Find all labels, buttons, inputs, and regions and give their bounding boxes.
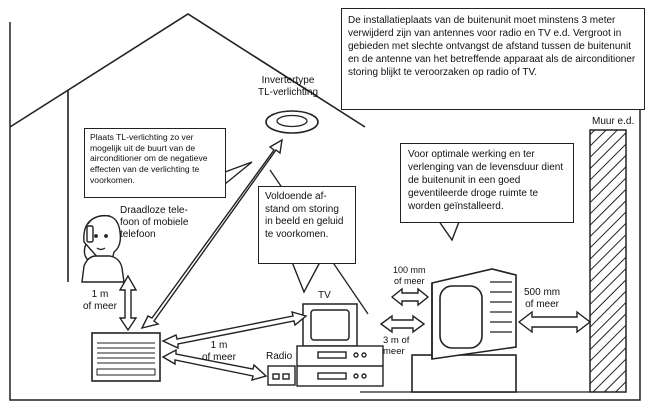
outdoor-unit-icon xyxy=(411,268,517,393)
arrow-500mm xyxy=(517,310,592,334)
distance-arrows xyxy=(118,138,592,382)
label-wall: Muur e.d. xyxy=(592,116,635,127)
tv-set-icon xyxy=(302,303,358,347)
label-1m-radio: 1 m of meer xyxy=(202,340,236,363)
arrow-100mm xyxy=(390,287,430,307)
radio-icon xyxy=(267,365,296,386)
indoor-unit-icon xyxy=(91,332,161,382)
label-radio: Radio xyxy=(266,351,293,362)
label-3m: 3 m of meer xyxy=(383,335,410,358)
label-phone: Draadloze tele- foon of mobiele telefoon xyxy=(120,205,189,240)
phone-user-icon xyxy=(81,214,125,283)
callout-interference-note: Voldoende af-stand om storing in beeld e… xyxy=(258,186,356,264)
frame-border xyxy=(9,22,641,401)
label-100mm: 100 mm of meer xyxy=(393,265,426,286)
callout-fluorescent-note: Plaats TL-verlichting zo ver mogelijk ui… xyxy=(84,128,226,198)
outside-wall xyxy=(589,129,627,393)
callout-ventilation-note: Voor optimale werking en ter verlenging … xyxy=(400,143,574,223)
label-tv: TV xyxy=(318,290,331,301)
tv-cabinet-icon xyxy=(296,345,384,387)
arrow-tv-to-outdoor xyxy=(379,314,426,334)
inverter-lamp-icon xyxy=(265,110,319,134)
callout-installation-note: De installatieplaats van de buitenunit m… xyxy=(341,8,645,110)
house-roof xyxy=(9,13,366,128)
arrow-1m-vertical xyxy=(118,274,138,332)
arrow-unit-to-lamp xyxy=(140,138,283,330)
arrow-unit-to-radio xyxy=(161,348,268,382)
label-500mm: 500 mm of meer xyxy=(524,287,561,310)
label-1m-vertical: 1 m of meer xyxy=(83,289,117,312)
label-inverter-lamp: Invertertype TL-verlichting xyxy=(258,75,319,98)
fluorescent-note-text: Plaats TL-verlichting zo ver mogelijk ui… xyxy=(90,132,208,185)
installation-note-text: De installatieplaats van de buitenunit m… xyxy=(348,15,636,78)
arrow-unit-to-tv xyxy=(161,310,308,350)
ventilation-note-text: Voor optimale werking en ter verlenging … xyxy=(408,149,564,212)
interference-note-text: Voldoende af-stand om storing in beeld e… xyxy=(265,191,344,240)
